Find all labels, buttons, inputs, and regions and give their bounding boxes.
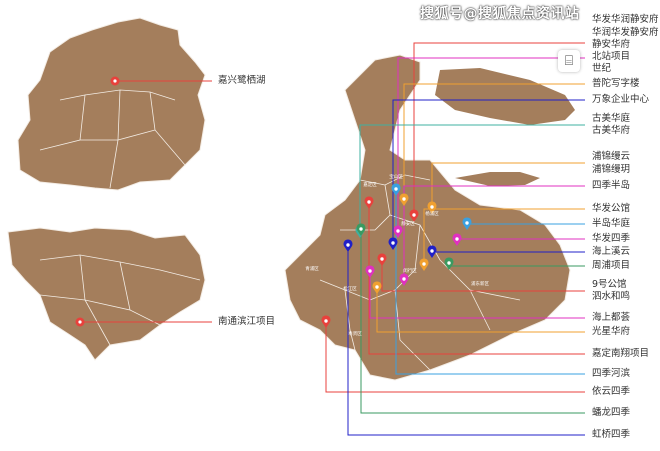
project-label: 光星华府 [592,326,631,337]
project-label: 依云四季 [592,386,631,397]
district-label: 青浦区 [305,265,319,272]
project-label: 浦锦缦云 [592,151,631,162]
project-label: 9号公馆 [592,279,627,290]
district-label: 杨浦区 [425,210,439,217]
project-label: 华发公馆 [592,203,631,214]
project-label: 浦锦缦玥 [592,164,631,175]
project-pin[interactable] [419,258,429,271]
jiaxing-label: 嘉兴鹭栖湖 [218,75,266,86]
leader-line [395,190,585,375]
scan-qr-icon[interactable]: ⌸ [558,50,580,72]
project-pin[interactable] [462,217,472,230]
project-label: 世纪 [592,63,612,74]
jiaxing-pin[interactable] [110,76,120,86]
project-label: 虹桥四季 [592,429,631,440]
project-pin[interactable] [372,281,382,294]
leader-line [423,208,585,265]
project-label: 嘉定南翔项目 [592,348,650,359]
project-pin[interactable] [399,193,409,206]
district-label: 奉贤区 [348,330,362,337]
project-label: 半岛华庭 [592,218,631,229]
leader-line [359,124,585,232]
leader-line [360,230,585,414]
project-label: 周浦项目 [592,260,631,271]
district-label: 松江区 [343,285,357,292]
project-pin[interactable] [321,315,331,328]
leader-line [403,185,585,280]
project-pin[interactable] [393,225,403,238]
project-label: 蟠龙四季 [592,407,631,418]
leader-line [413,42,585,216]
project-pin[interactable] [343,239,353,252]
project-pin[interactable] [427,245,437,258]
leader-line [397,57,585,232]
project-label: 普陀写字楼 [592,78,640,89]
district-label: 闵行区 [403,267,417,274]
project-pin[interactable] [364,196,374,209]
nantong-label: 南通滨江项目 [218,316,276,327]
district-label: 浦东新区 [471,280,489,287]
project-label: 华润华发静安府 [592,27,659,38]
project-pin[interactable] [399,273,409,286]
project-pin[interactable] [409,209,419,222]
chongming-island-shape [435,68,575,125]
project-pin[interactable] [356,223,366,236]
project-label: 古美华府 [592,125,631,136]
jiaxing-borders [39,89,186,189]
project-label: 四季河滨 [592,368,631,379]
changxing-island-shape [455,172,540,186]
nantong-borders [39,254,201,346]
project-label: 海上溪云 [592,246,631,257]
jiaxing-map-shape [17,17,206,191]
watermark: 搜狐号@搜狐焦点资讯站 [420,6,580,22]
leader-line [369,272,585,319]
leader-line [347,246,585,436]
project-pin[interactable] [365,265,375,278]
project-pins [321,183,472,328]
leader-line [403,83,585,200]
shanghai-borders [319,174,521,371]
project-pin[interactable] [391,183,401,196]
leader-line [325,322,585,393]
project-label: 海上都荟 [592,312,631,323]
project-label: 静安华府 [592,39,631,50]
project-pin[interactable] [444,257,454,270]
district-label: 静安区 [401,220,415,227]
leader-line [376,288,585,333]
project-label: 华发四季 [592,233,631,244]
district-label: 宝山区 [389,173,403,180]
project-label: 万象企业中心 [592,94,650,105]
leader-line [431,162,585,208]
project-pin[interactable] [388,237,398,250]
district-label: 嘉定区 [363,181,377,188]
leader-line [368,203,585,355]
project-pin[interactable] [377,253,387,266]
leader-line [381,260,585,292]
project-label: 华发华润静安府 [592,14,659,25]
leader-line [392,99,585,244]
project-label: 四季半岛 [592,180,631,191]
project-label: 泗水和鸣 [592,291,631,302]
nantong-map-shape [7,227,206,361]
project-pin[interactable] [427,201,437,214]
project-label: 北站项目 [592,51,631,62]
nantong-pin[interactable] [75,317,85,327]
project-label: 古美华庭 [592,113,631,124]
project-pin[interactable] [452,233,462,246]
shanghai-main-shape [284,54,571,381]
